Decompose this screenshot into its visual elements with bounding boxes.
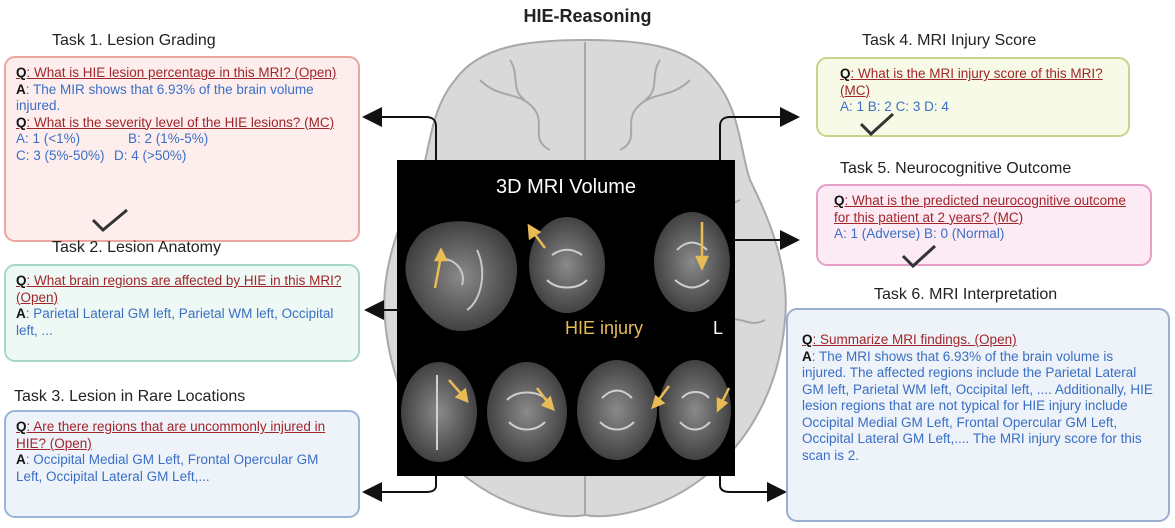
arrow-to-task3 [362,476,437,502]
task5-box: Q: What is the predicted neurocognitive … [816,184,1152,266]
task4-box: Q: What is the MRI injury score of this … [816,57,1130,137]
arrow-to-task1 [362,107,437,160]
task1-title: Task 1. Lesion Grading [52,32,216,49]
task6-question: Q: Summarize MRI findings. (Open) [802,332,1017,347]
checkmark-icon [901,244,937,269]
task1-question-1: Q: What is HIE lesion percentage in this… [16,65,337,80]
injury-arrow-4 [448,379,469,403]
task2-box: Q: What brain regions are affected by HI… [4,264,360,362]
task3-box: Q: Are there regions that are uncommonly… [4,410,360,518]
arrow-to-task4 [719,107,800,160]
task4-choices: A: 1 B: 2 C: 3 D: 4 [840,99,949,114]
task3-answer: A: Occipital Medial GM Left, Frontal Ope… [16,452,319,484]
injury-arrow-3 [695,222,709,272]
task3-title: Task 3. Lesion in Rare Locations [14,388,246,405]
mri-slices [401,212,731,462]
task5-choices: A: 1 (Adverse) B: 0 (Normal) [834,226,1005,241]
task2-question: Q: What brain regions are affected by HI… [16,273,342,305]
task5-title: Task 5. Neurocognitive Outcome [840,160,1072,177]
task6-title: Task 6. MRI Interpretation [874,286,1058,303]
mri-slice-axial-3 [401,362,477,462]
mri-slice-axial-6 [659,360,731,460]
task4-question: Q: What is the MRI injury score of this … [840,66,1103,98]
task1-answer-1: A: The MIR shows that 6.93% of the brain… [16,81,314,114]
mri-slice-sagittal [405,221,517,331]
task6-box: Q: Summarize MRI findings. (Open) A: The… [786,308,1170,522]
diagram-title: HIE-Reasoning [523,6,652,26]
mri-slice-axial-4 [487,362,567,462]
task4-title: Task 4. MRI Injury Score [862,32,1037,49]
injury-arrow-2 [527,223,546,249]
mri-slice-axial-1 [529,217,605,313]
task1-question-2: Q: What is the severity level of the HIE… [16,114,335,130]
task1-choices: A: 1 (<1%)B: 2 (1%-5%) C: 3 (5%-50%)D: 4… [16,131,209,163]
task6-answer: A: The MRI shows that 6.93% of the brain… [802,348,1153,463]
task1-box: Q: What is HIE lesion percentage in this… [4,56,360,242]
task2-answer: A: Parietal Lateral GM left, Parietal WM… [16,306,334,338]
task5-question: Q: What is the predicted neurocognitive … [834,193,1126,225]
mri-title: 3D MRI Volume [495,176,637,198]
task3-question: Q: Are there regions that are uncommonly… [16,419,326,451]
injury-arrow-1 [433,247,449,289]
injury-arrow-7 [716,387,731,413]
task2-title: Task 2. Lesion Anatomy [52,239,221,256]
injury-arrow-5 [536,387,555,412]
left-side-label: L [713,318,724,338]
arrow-to-task6 [719,476,787,502]
mri-slice-axial-5 [577,360,657,460]
hie-injury-label: HIE injury [565,318,644,338]
checkmark-icon [859,112,895,137]
mri-slice-axial-2 [654,212,730,312]
checkmark-icon [91,208,128,233]
injury-arrow-6 [651,385,670,410]
mri-volume-panel: 3D MRI Volume [397,160,735,476]
